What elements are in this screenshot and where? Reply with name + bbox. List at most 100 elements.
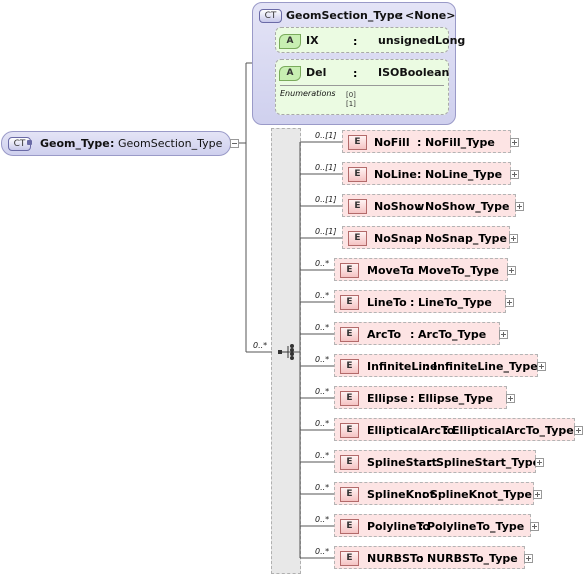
attribute-name: IX	[306, 34, 319, 47]
element-name: MoveTo	[367, 264, 414, 277]
element-name: ArcTo	[367, 328, 402, 341]
element-separator: :	[419, 520, 424, 533]
expand-toggle[interactable]	[509, 234, 518, 243]
expand-toggle[interactable]	[515, 202, 524, 211]
element-name: PolylineTo	[367, 520, 430, 533]
element-name: NoShow	[374, 200, 425, 213]
expand-toggle[interactable]	[535, 458, 544, 467]
element-name: Ellipse	[367, 392, 408, 405]
element-separator: :	[417, 136, 422, 149]
section-type-separator: :	[399, 9, 404, 22]
attribute-badge: A	[279, 34, 301, 49]
element-badge: E	[340, 551, 359, 566]
element-name: SplineKnot	[367, 488, 435, 501]
expand-toggle[interactable]	[574, 426, 583, 435]
element-occurrence: 0..*	[315, 483, 330, 492]
element-moveto[interactable]: E MoveTo:MoveTo_Type	[334, 258, 508, 281]
element-type: PolylineTo_Type	[427, 520, 525, 533]
enumeration-value: [1]	[346, 100, 356, 108]
element-badge: E	[340, 423, 359, 438]
element-occurrence: 0..[1]	[315, 195, 337, 204]
element-type: NoLine_Type	[425, 168, 503, 181]
element-name: NURBSTo	[367, 552, 424, 565]
expand-toggle[interactable]	[524, 554, 533, 563]
element-type: MoveTo_Type	[418, 264, 499, 277]
section-base-type: <None>	[405, 9, 456, 22]
attribute-type: ISOBoolean	[378, 66, 450, 79]
element-type: SplineStart_Type	[436, 456, 541, 469]
attribute-type: unsignedLong	[378, 34, 466, 47]
expand-toggle[interactable]	[533, 490, 542, 499]
element-occurrence: 0..*	[315, 387, 330, 396]
enumeration-value: [0]	[346, 91, 356, 99]
expand-toggle[interactable]	[507, 266, 516, 275]
element-separator: :	[417, 232, 422, 245]
root-complex-type-box[interactable]: CT Geom_Type : GeomSection_Type	[1, 131, 231, 156]
element-type: NoShow_Type	[425, 200, 510, 213]
element-occurrence: 0..[1]	[315, 227, 337, 236]
element-occurrence: 0..[1]	[315, 163, 337, 172]
element-type: InfiniteLine_Type	[433, 360, 538, 373]
element-separator: :	[410, 328, 415, 341]
element-name: InfiniteLine	[367, 360, 438, 373]
expand-toggle[interactable]	[499, 330, 508, 339]
element-splineknot[interactable]: E SplineKnot:SplineKnot_Type	[334, 482, 534, 505]
element-occurrence: 0..*	[315, 515, 330, 524]
expand-toggle[interactable]	[505, 298, 514, 307]
element-separator: :	[422, 488, 427, 501]
expand-toggle[interactable]	[537, 362, 546, 371]
element-name: EllipticalArcTo	[367, 424, 455, 437]
element-badge: E	[340, 487, 359, 502]
element-separator: :	[417, 168, 422, 181]
root-element-name: Geom_Type	[40, 137, 110, 150]
element-occurrence: 0..*	[315, 355, 330, 364]
element-separator: :	[410, 264, 415, 277]
element-name: NoFill	[374, 136, 410, 149]
element-separator: :	[417, 200, 422, 213]
element-separator: :	[410, 392, 415, 405]
complex-type-badge: CT	[259, 9, 282, 23]
element-type: EllipticalArcTo_Type	[452, 424, 574, 437]
attribute-ix[interactable]: A IX unsignedLong	[275, 27, 465, 53]
element-separator: :	[419, 552, 424, 565]
attribute-del[interactable]: A Del ISOBoolean Enumerations [0] [1]	[275, 59, 449, 115]
element-badge: E	[340, 455, 359, 470]
element-badge: E	[348, 231, 367, 246]
root-element-type: GeomSection_Type	[118, 137, 223, 150]
element-badge: E	[340, 263, 359, 278]
element-type: LineTo_Type	[418, 296, 492, 309]
element-occurrence: 0..*	[315, 547, 330, 556]
collapse-toggle[interactable]	[230, 139, 239, 148]
element-separator: :	[428, 456, 433, 469]
enumerations-label: Enumerations	[280, 89, 336, 98]
element-badge: E	[340, 359, 359, 374]
expand-toggle[interactable]	[530, 522, 539, 531]
element-type: Ellipse_Type	[418, 392, 493, 405]
element-name: NoSnap	[374, 232, 422, 245]
expand-toggle[interactable]	[510, 138, 519, 147]
expand-toggle[interactable]	[506, 394, 515, 403]
attribute-badge: A	[279, 66, 301, 81]
attribute-name: Del	[306, 66, 327, 79]
element-type: SplineKnot_Type	[430, 488, 533, 501]
element-separator: :	[410, 296, 415, 309]
expand-toggle[interactable]	[510, 170, 519, 179]
root-separator: :	[110, 137, 115, 150]
sequence-compositor-icon[interactable]	[278, 344, 296, 360]
section-type-name: GeomSection_Type	[286, 9, 403, 22]
element-badge: E	[348, 135, 367, 150]
element-occurrence: 0..*	[315, 291, 330, 300]
